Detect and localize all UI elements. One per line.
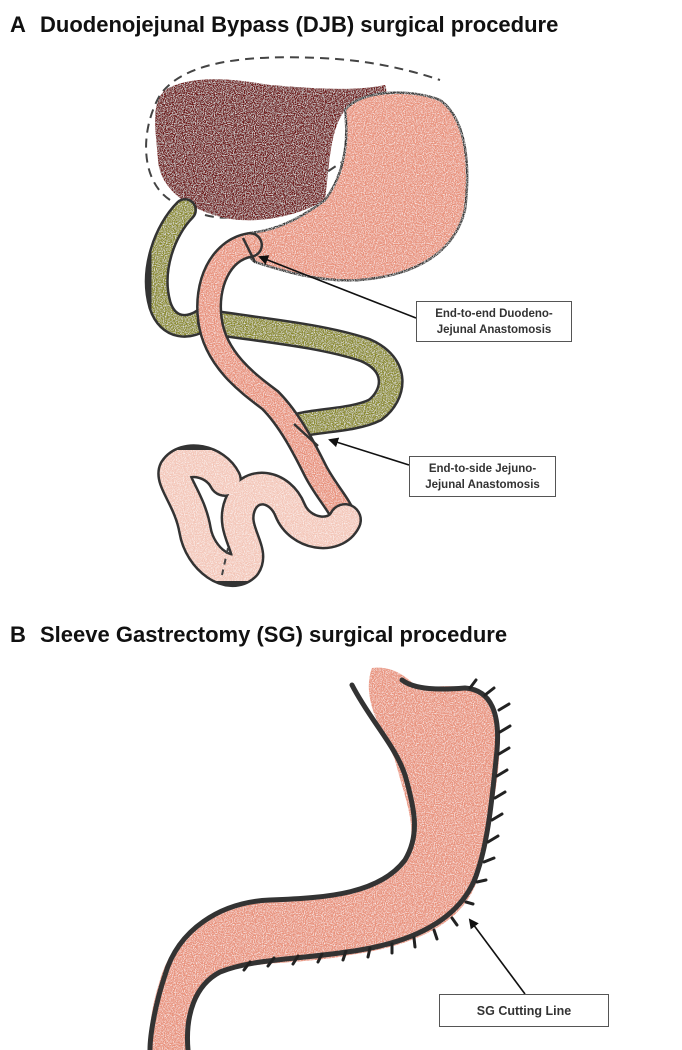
- dashed-bowel-end: [221, 547, 229, 576]
- panel-b-letter: B: [10, 622, 26, 647]
- sleeve-outer-wall: [184, 677, 501, 1050]
- sleeve-inner-wall: [147, 682, 417, 1050]
- panel-a-title: A Duodenojejunal Bypass (DJB) surgical pr…: [10, 12, 558, 38]
- dashed-excluded-outline: [145, 56, 441, 201]
- panel-b-illustration: [147, 667, 526, 1050]
- panel-a-illustration: [144, 56, 469, 587]
- callout-duodeno-jejunal: End-to-end Duodeno- Jejunal Anastomosis: [416, 301, 572, 342]
- callout-1-line2: Jejunal Anastomosis: [436, 324, 552, 336]
- panel-b-title: B Sleeve Gastrectomy (SG) surgical proced…: [10, 622, 507, 648]
- jejuno-jejunal-anastomosis-line: [293, 423, 319, 447]
- panel-b-heading: Sleeve Gastrectomy (SG) surgical procedu…: [40, 622, 508, 647]
- callout-1-line1: End-to-end Duodeno-: [435, 308, 553, 320]
- arrow-duodeno-jejunal: [258, 255, 417, 319]
- panel-a-heading: Duodenojejunal Bypass (DJB) surgical pro…: [40, 12, 559, 37]
- duodeno-jejunal-anastomosis-line: [241, 237, 257, 263]
- liver-shape: [155, 79, 387, 221]
- cutting-line-hatches: [242, 678, 512, 972]
- callout-2-line2: Jejunal Anastomosis: [425, 479, 540, 491]
- callout-2-line1: End-to-side Jejuno-: [428, 463, 537, 475]
- sleeve-stomach-fill: [149, 667, 500, 1050]
- arrow-jejuno-jejunal: [328, 437, 410, 466]
- arrow-sg-cutting-line: [468, 918, 526, 995]
- callout-jejuno-jejunal: End-to-side Jejuno- Jejunal Anastomosis: [409, 456, 556, 497]
- panel-a-letter: A: [10, 12, 26, 37]
- stomach-shape: [245, 91, 469, 282]
- callout-sg-cutting-line: SG Cutting Line: [439, 994, 609, 1027]
